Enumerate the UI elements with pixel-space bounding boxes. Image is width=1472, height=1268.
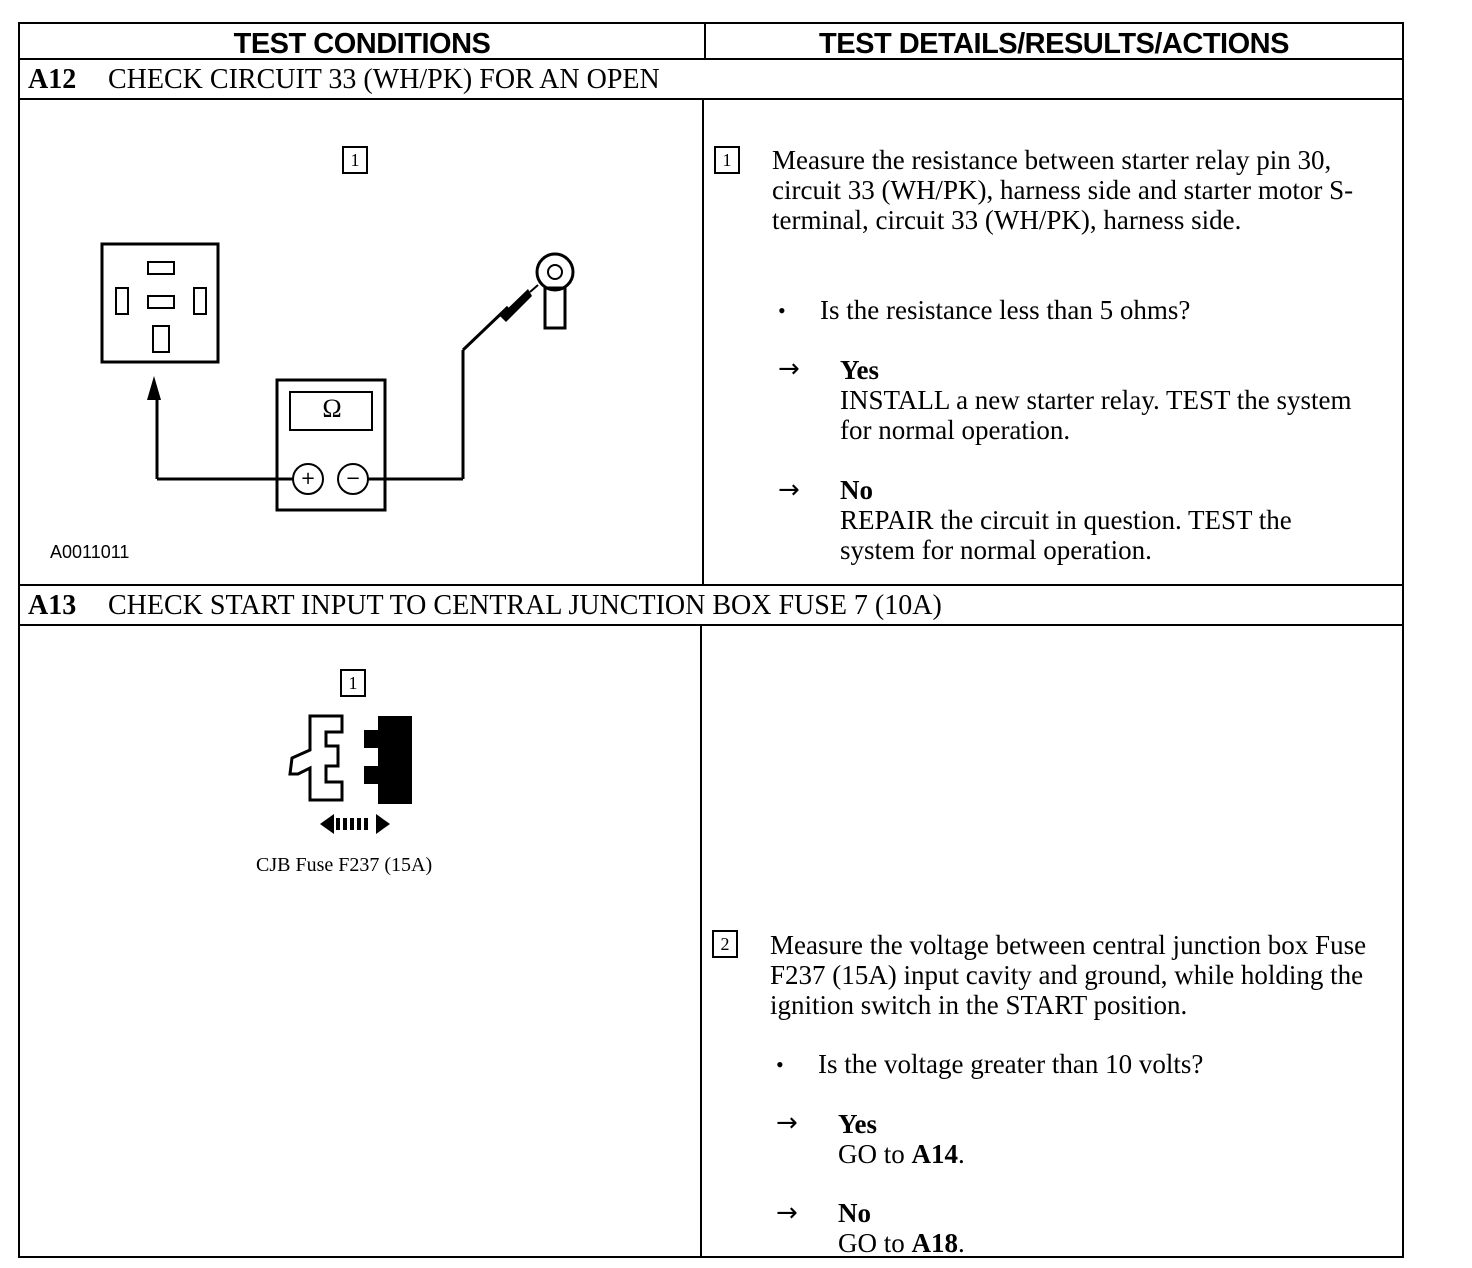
step-question: Is the voltage greater than 10 volts? — [818, 1049, 1204, 1079]
relay-pin-30 — [152, 325, 170, 353]
no-target: A18 — [911, 1228, 959, 1258]
column-divider — [702, 100, 704, 586]
bullet-icon: • — [778, 298, 786, 323]
relay-pin — [193, 287, 207, 315]
yes-action: INSTALL a new starter relay. TEST the sy… — [840, 385, 1352, 445]
arrow-right-icon: → — [776, 1108, 798, 1138]
relay-pin — [147, 295, 175, 309]
step-instruction: Measure the resistance between starter r… — [772, 145, 1354, 235]
fuse-holder-icon — [288, 714, 344, 802]
relay-pin — [115, 287, 129, 315]
no-label: No — [838, 1198, 871, 1228]
step-instruction: Measure the voltage between central junc… — [770, 930, 1367, 1020]
arrow-left-icon — [320, 814, 334, 834]
arrow-right-icon: → — [778, 354, 800, 384]
section-title: CHECK START INPUT TO CENTRAL JUNCTION BO… — [108, 590, 942, 621]
header-test-details: TEST DETAILS/RESULTS/ACTIONS — [819, 28, 1289, 60]
fuse-icon — [364, 716, 412, 804]
no-action: REPAIR the circuit in question. TEST the… — [840, 505, 1292, 565]
figure-step-marker: 1 — [340, 669, 366, 697]
probe-handle-icon — [500, 289, 532, 322]
step-number: 2 — [712, 930, 738, 958]
arrow-right-icon — [376, 814, 390, 834]
section-a12-header: A12 CHECK CIRCUIT 33 (WH/PK) FOR AN OPEN — [20, 60, 1402, 100]
yes-target: A14 — [911, 1139, 959, 1169]
yes-action: GO to A14. — [838, 1139, 965, 1169]
plus-symbol: + — [300, 468, 316, 489]
step-number: 1 — [714, 146, 740, 174]
section-title: CHECK CIRCUIT 33 (WH/PK) FOR AN OPEN — [108, 64, 660, 95]
arrow-right-icon: → — [778, 475, 800, 505]
fuse-removal-diagram — [288, 714, 412, 834]
no-label: No — [840, 475, 873, 505]
column-divider — [700, 626, 702, 1258]
ohmmeter-diagram — [100, 242, 575, 512]
probe-tip-icon — [147, 376, 161, 400]
arrow-right-icon: → — [776, 1198, 798, 1228]
step-question: Is the resistance less than 5 ohms? — [820, 295, 1191, 325]
section-code: A12 — [28, 64, 77, 95]
minus-symbol: − — [345, 468, 361, 489]
relay-pin — [147, 261, 175, 275]
relay-body — [100, 242, 220, 364]
yes-label: Yes — [840, 355, 879, 385]
figure-caption: CJB Fuse F237 (15A) — [256, 854, 433, 876]
row-divider — [20, 584, 1402, 586]
yes-label: Yes — [838, 1109, 877, 1139]
diagnostic-table: TEST CONDITIONS TEST DETAILS/RESULTS/ACT… — [18, 22, 1404, 1258]
yes-action-prefix: GO to — [838, 1139, 912, 1169]
ohmmeter-display — [289, 391, 373, 431]
plus-terminal — [292, 463, 324, 495]
ohm-symbol: Ω — [322, 394, 342, 423]
figure-caption: A0011011 — [50, 542, 130, 562]
ring-terminal-icon — [535, 252, 575, 292]
table-header: TEST CONDITIONS TEST DETAILS/RESULTS/ACT… — [20, 24, 1402, 60]
bullet-icon: • — [776, 1052, 784, 1077]
no-action-prefix: GO to — [838, 1228, 912, 1258]
no-action: GO to A18. — [838, 1228, 965, 1258]
section-code: A13 — [28, 590, 77, 621]
section-a13-header: A13 CHECK START INPUT TO CENTRAL JUNCTION… — [20, 586, 1402, 626]
ohmmeter-body — [275, 378, 387, 512]
header-test-conditions: TEST CONDITIONS — [20, 24, 706, 60]
figure-step-marker: 1 — [342, 146, 368, 174]
